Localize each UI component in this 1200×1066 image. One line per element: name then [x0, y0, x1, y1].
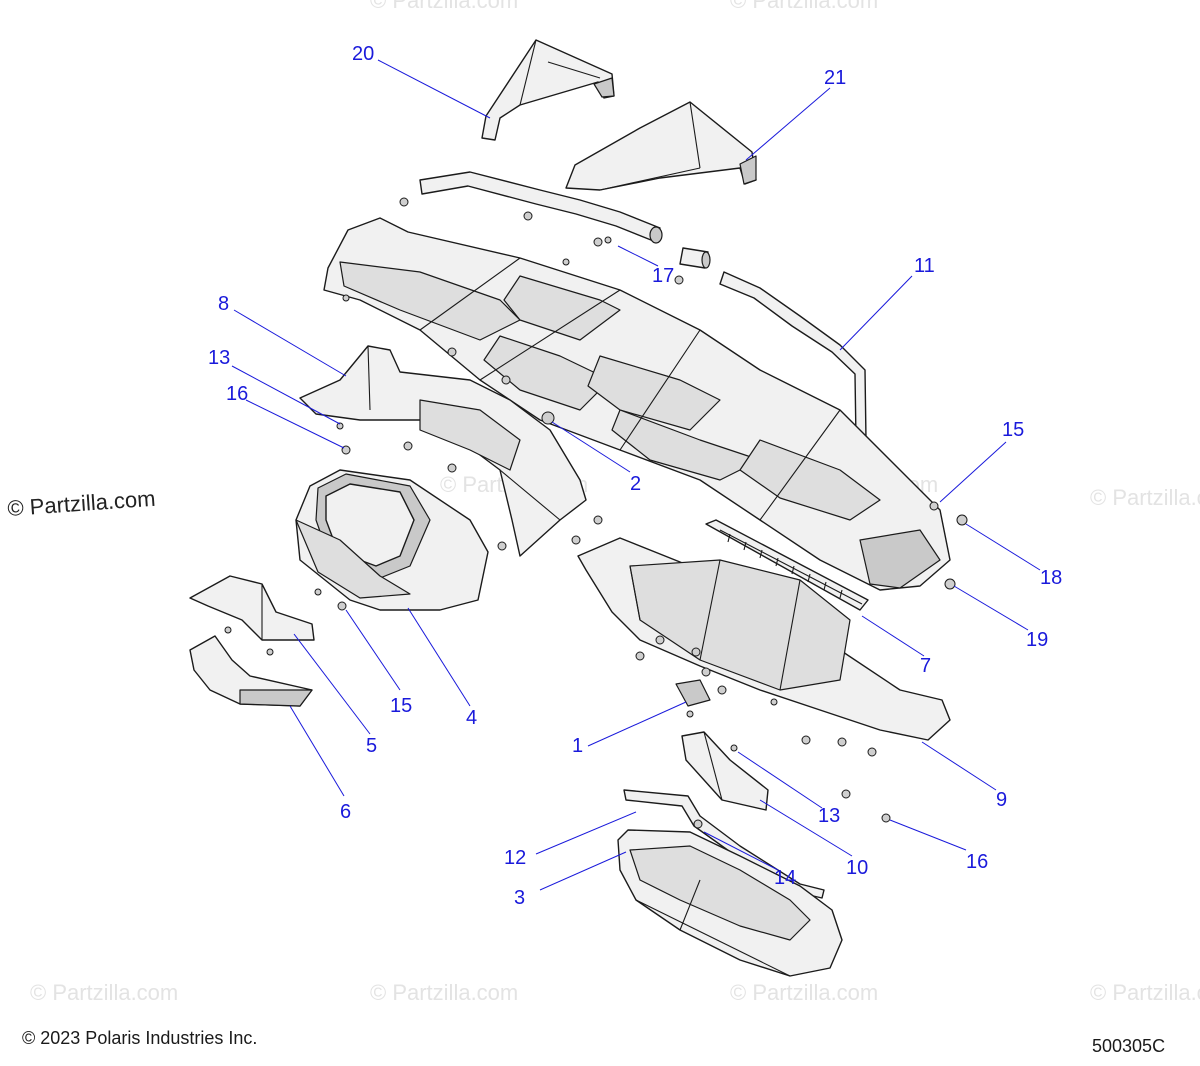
watermark-top-right: © Partzilla.com: [730, 0, 878, 13]
callout-2: 2: [630, 473, 641, 495]
part-17-tube-upper: [419, 171, 711, 269]
part-3-glove-box: [617, 829, 843, 977]
part-6-cover-lower-left: [189, 635, 313, 707]
main-dash-panel: [323, 217, 951, 591]
callouts: 20 21 17 11 8 13 16 2 15 18 19 7 15 4 5 …: [208, 43, 1062, 909]
callout-21: 21: [824, 67, 846, 89]
callout-3: 3: [514, 887, 525, 909]
callout-16-right: 16: [966, 851, 988, 873]
callout-8: 8: [218, 293, 229, 315]
brand-mark: © Partzilla.com: [7, 486, 157, 521]
callout-18: 18: [1040, 567, 1062, 589]
drawing-number: 500305C: [1092, 1036, 1165, 1056]
part-8-left-panel: [299, 345, 587, 557]
callout-14: 14: [774, 867, 796, 889]
callout-17: 17: [652, 265, 674, 287]
fasteners: [224, 197, 968, 829]
callout-20: 20: [352, 43, 374, 65]
callout-10: 10: [846, 857, 868, 879]
watermark-bottom-center: © Partzilla.com: [370, 980, 518, 1005]
callout-4: 4: [466, 707, 477, 729]
part-7-grille-strip: [705, 519, 869, 611]
copyright-text: © 2023 Polaris Industries Inc.: [22, 1028, 257, 1048]
watermark-right-edge: © Partzilla.com: [1090, 485, 1200, 510]
part-10-lid: [681, 731, 769, 811]
callout-11: 11: [914, 255, 935, 277]
watermark-bottom-left: © Partzilla.com: [30, 980, 178, 1005]
callout-1: 1: [572, 735, 583, 757]
part-21-cover-right: [565, 101, 757, 191]
part-5-bracket-left: [189, 575, 315, 641]
callout-12: 12: [504, 847, 526, 869]
callout-9: 9: [996, 789, 1007, 811]
callout-13-left: 13: [208, 347, 230, 369]
part-4-cluster-housing: [295, 469, 489, 611]
watermark-top-center: © Partzilla.com: [370, 0, 518, 13]
callout-15-left: 15: [390, 695, 412, 717]
callout-5: 5: [366, 735, 377, 757]
watermark-bottom-edge: © Partzilla.com: [1090, 980, 1200, 1005]
callout-13-right: 13: [818, 805, 840, 827]
callout-15-right: 15: [1002, 419, 1024, 441]
part-9-bracket: [577, 537, 951, 741]
callout-19: 19: [1026, 629, 1048, 651]
part-12-seal: [623, 789, 825, 899]
leader-lines: [231, 59, 1041, 891]
callout-6: 6: [340, 801, 351, 823]
callout-7: 7: [920, 655, 931, 677]
callout-16-left: 16: [226, 383, 248, 405]
watermark-bottom-right: © Partzilla.com: [730, 980, 878, 1005]
part-20-cover-left: [481, 39, 615, 141]
